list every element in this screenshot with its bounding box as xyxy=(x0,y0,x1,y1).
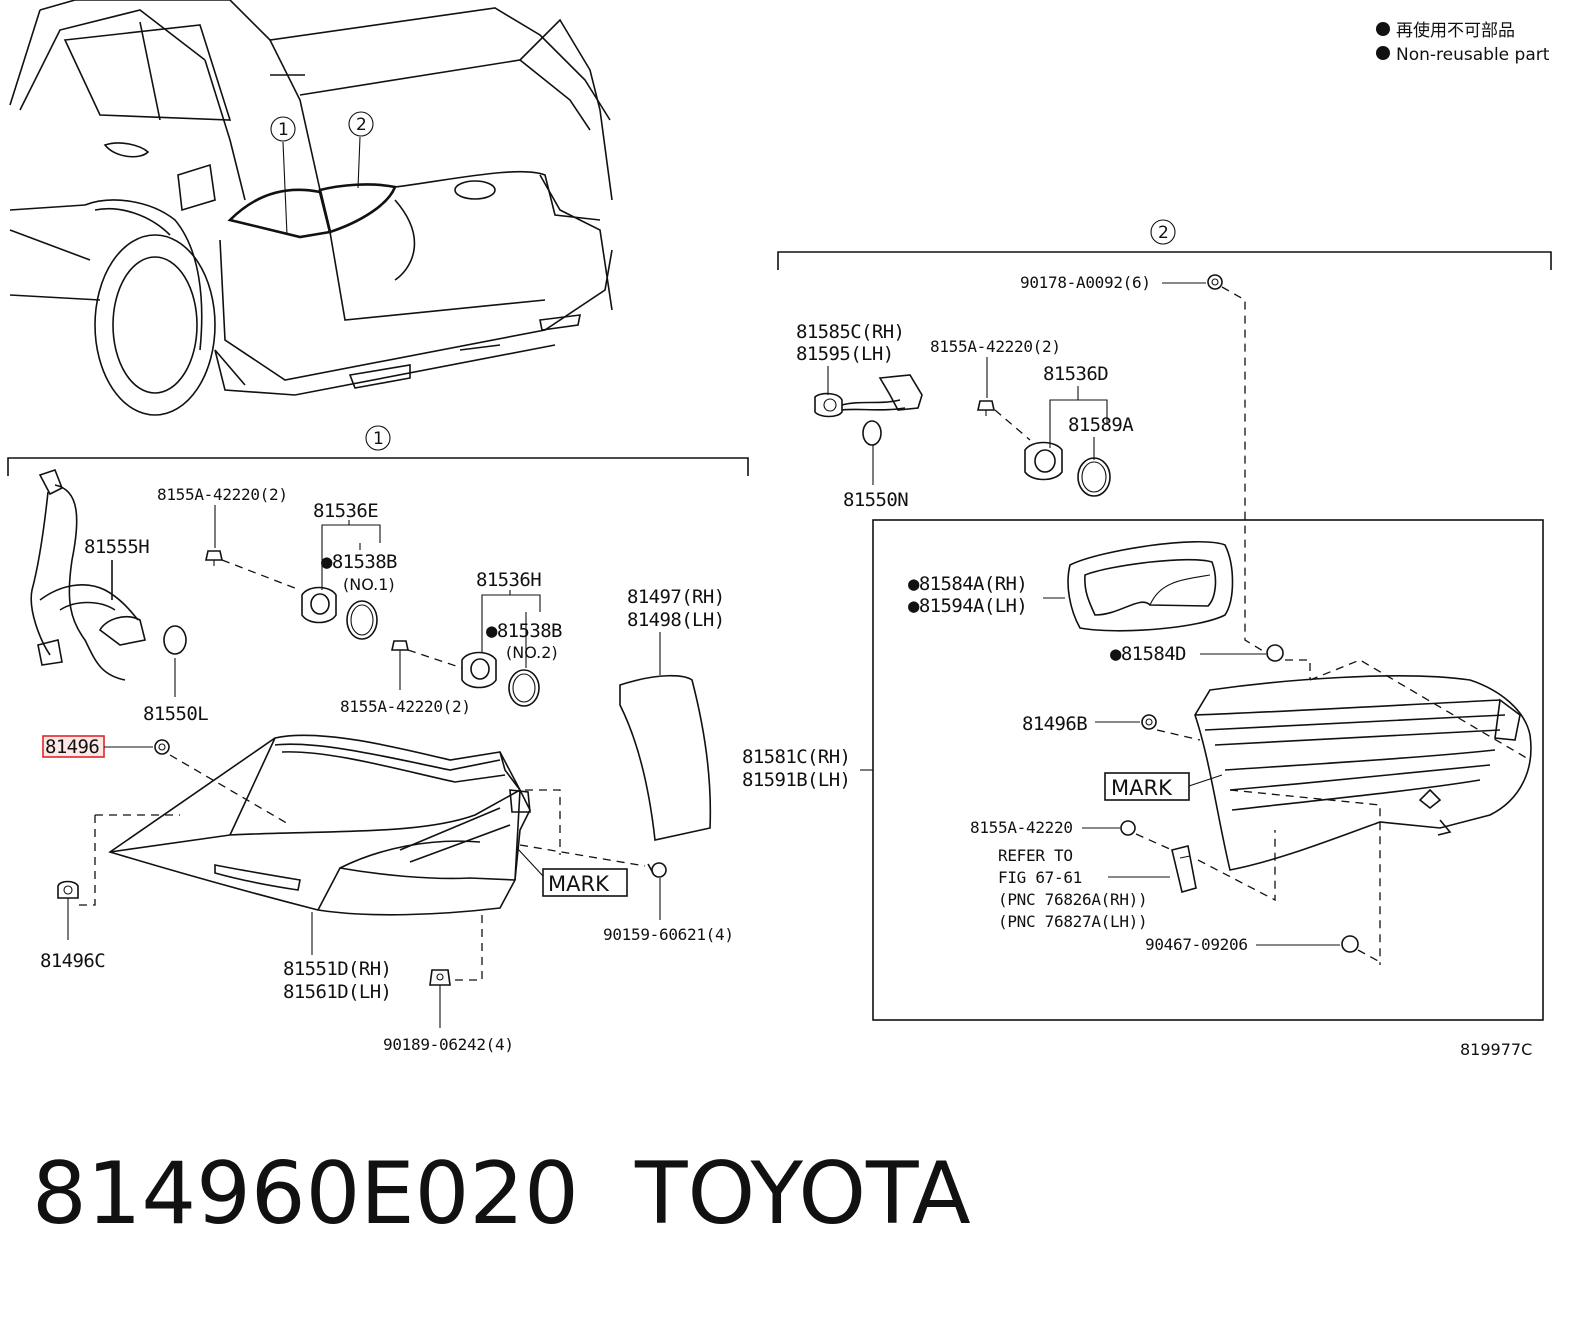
label-81561d-lh: 81561D(LH) xyxy=(283,981,391,1003)
label-81595-lh: 81595(LH) xyxy=(796,343,894,365)
label-81555h: 81555H xyxy=(84,536,149,558)
label-81584a-rh: ●81584A(RH) xyxy=(908,573,1027,595)
bracket-icon xyxy=(1171,845,1197,893)
label-81581c-rh: 81581C(RH) xyxy=(742,746,850,768)
label-81536h: 81536H xyxy=(476,569,541,591)
vehicle-rear-illustration xyxy=(9,0,613,416)
refer-line-3: (PNC 76826A(RH)) xyxy=(998,890,1147,909)
label-no1: (NO.1) xyxy=(343,575,395,594)
group-2-bracket: 2 xyxy=(777,219,1552,270)
label-81584d: ●81584D xyxy=(1110,643,1186,665)
gasket-icon xyxy=(1077,457,1111,497)
refer-line-4: (PNC 76827A(LH)) xyxy=(998,912,1147,931)
nut-icon xyxy=(429,969,451,986)
mark-label-group2: MARK xyxy=(1111,776,1173,800)
screw-icon xyxy=(205,550,223,566)
reflector-panel xyxy=(619,674,712,841)
bulb-socket-icon xyxy=(461,651,497,689)
label-81594a-lh: ●81594A(LH) xyxy=(908,595,1027,617)
footer-brand: TOYOTA xyxy=(634,1144,971,1244)
clip-icon xyxy=(1141,714,1157,730)
bulb-icon xyxy=(862,420,882,446)
label-81551d-rh: 81551D(RH) xyxy=(283,958,391,980)
label-8155a-42220-single: 8155A-42220 xyxy=(970,818,1073,837)
label-81536d: 81536D xyxy=(1043,363,1108,385)
label-81536e: 81536E xyxy=(313,500,378,522)
non-reusable-bullet-icon xyxy=(1376,22,1390,36)
screw-icon xyxy=(977,400,995,416)
back-door-lamp xyxy=(1194,675,1532,871)
label-81550l: 81550L xyxy=(143,703,208,725)
label-81550n: 81550N xyxy=(843,489,908,511)
socket-harness-81555h xyxy=(30,469,187,681)
callout-circle xyxy=(270,116,296,142)
callout-2-vehicle: 2 xyxy=(356,115,367,135)
mark-label-group1: MARK xyxy=(548,872,610,896)
label-no2: (NO.2) xyxy=(506,643,558,662)
label-81591b-lh: 81591B(LH) xyxy=(742,769,850,791)
label-90467-09206: 90467-09206 xyxy=(1145,935,1248,954)
lamp-gasket xyxy=(1067,540,1234,632)
label-81497-rh: 81497(RH) xyxy=(627,586,725,608)
callout-1-vehicle: 1 xyxy=(278,120,289,140)
refer-line-2: FIG 67-61 xyxy=(998,868,1082,887)
bulb-socket-icon xyxy=(1024,441,1063,481)
group-1-bracket: 1 xyxy=(7,425,749,476)
label-90178-a0092: 90178-A0092(6) xyxy=(1020,273,1151,292)
screw-icon xyxy=(1207,274,1223,290)
gasket-icon xyxy=(346,600,378,640)
label-81496c: 81496C xyxy=(40,950,105,972)
legend-english: Non-reusable part xyxy=(1396,45,1550,65)
label-90159-60621: 90159-60621(4) xyxy=(603,925,734,944)
clip-icon xyxy=(1341,935,1359,953)
legend: 再使用不可部品 Non-reusable part xyxy=(1376,20,1550,65)
label-81498-lh: 81498(LH) xyxy=(627,609,725,631)
socket-wire-icon xyxy=(814,374,923,418)
non-reusable-bullet-icon xyxy=(1376,46,1390,60)
gasket-icon xyxy=(508,669,540,707)
mark-box xyxy=(1104,772,1190,801)
label-81538b-no1: ●81538B xyxy=(321,551,397,573)
label-81589a: 81589A xyxy=(1068,414,1134,436)
rear-combination-lamp xyxy=(108,734,531,916)
callout-circle xyxy=(348,111,374,137)
label-81585c-rh: 81585C(RH) xyxy=(796,321,904,343)
label-8155a-42220-bottom: 8155A-42220(2) xyxy=(340,697,471,716)
legend-japanese: 再使用不可部品 xyxy=(1396,20,1515,41)
refer-line-1: REFER TO xyxy=(998,846,1073,865)
screw-icon xyxy=(1120,820,1136,836)
label-8155a-42220-top: 8155A-42220(2) xyxy=(157,485,288,504)
label-81496b: 81496B xyxy=(1022,713,1087,735)
callout-2-group: 2 xyxy=(1158,223,1169,243)
screw-icon xyxy=(391,640,409,690)
figure-code: 819977C xyxy=(1460,1040,1532,1059)
clip-icon xyxy=(1266,644,1284,662)
label-90189-06242: 90189-06242(4) xyxy=(383,1035,514,1054)
clip-icon xyxy=(57,880,79,899)
label-8155a-42220-group2: 8155A-42220(2) xyxy=(930,337,1061,356)
label-81538b-no2: ●81538B xyxy=(486,620,562,642)
mark-box xyxy=(542,868,628,897)
footer-part-number: 814960E020 xyxy=(32,1144,579,1244)
clip-icon xyxy=(154,739,170,755)
bulb-socket-icon xyxy=(301,586,337,624)
vehicle-callouts: 1 2 xyxy=(270,111,374,236)
callout-1-group: 1 xyxy=(373,429,384,449)
label-81496-highlighted: 81496 xyxy=(45,736,99,758)
screw-icon xyxy=(647,862,667,878)
